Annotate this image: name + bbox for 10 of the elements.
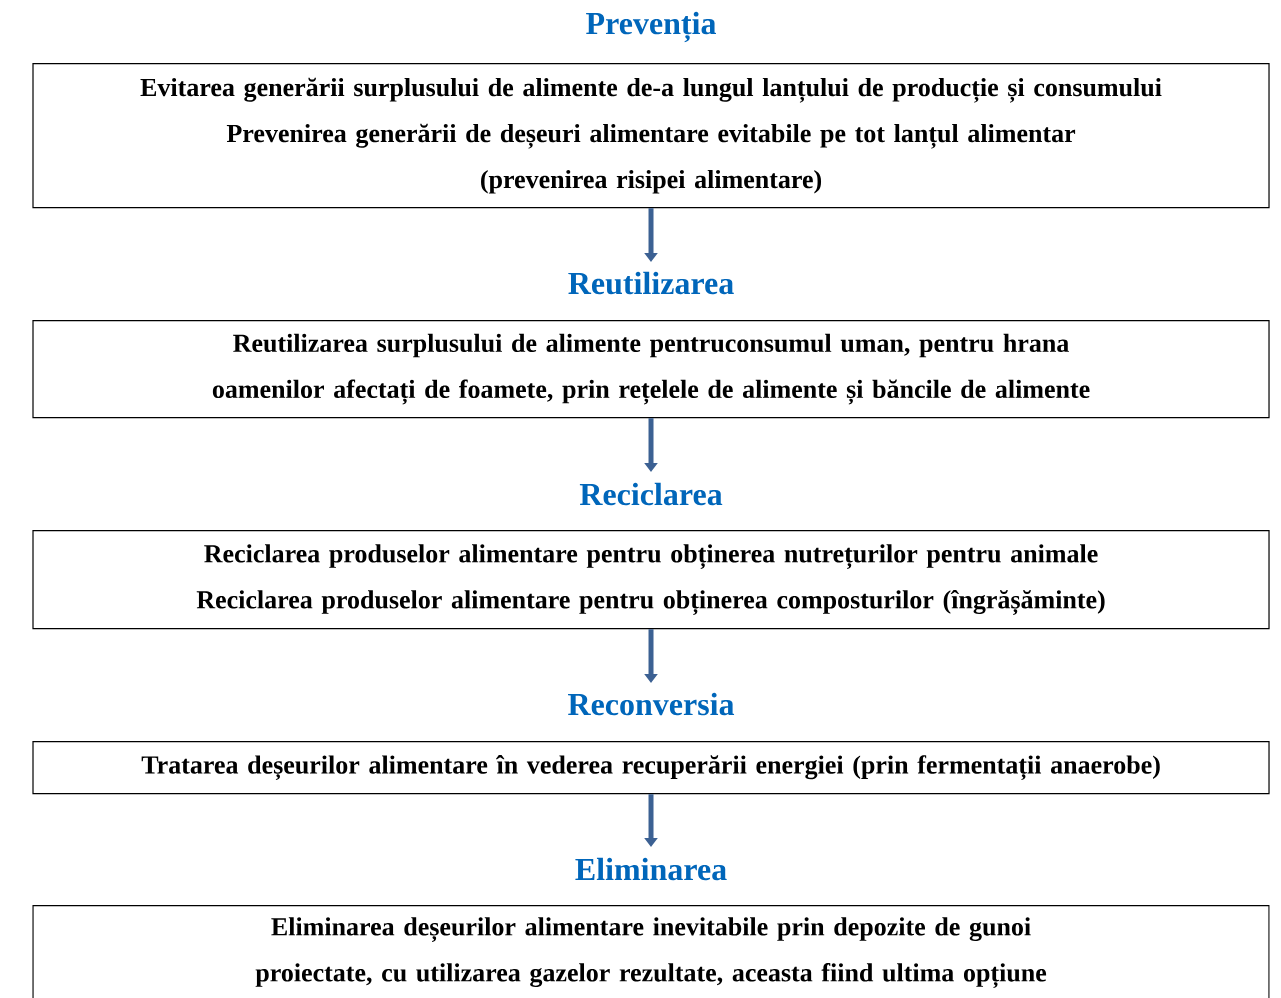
stage-heading: Reconversia [568, 692, 735, 716]
text-box: Reutilizarea surplusului de alimente pentruconsumul uman, pentru hrana oamenilor afectați de foamete, prin rețelele de alimente și băncile de alimente [32, 320, 1270, 419]
text-box: Tratarea deșeurilor alimentare în vederea recuperării energiei (prin fermentații anaerobe) [32, 741, 1270, 795]
text-box: Evitarea generării surplusului de alimente de-a lungul lanțului de producție și consumului Prevenirea generării de deșeuri alimentare evitabile pe tot lanțul alimentar (prevenirea risipei alimentare) [32, 63, 1270, 209]
text-box: Reciclarea produselor alimentare pentru obținerea nutrețurilor pentru animale Reciclarea produselor alimentare pentru obținerea composturilor (îngrășăminte) [32, 530, 1270, 630]
stage-heading: Prevenția [586, 11, 716, 43]
text-box: Eliminarea deșeurilor alimentare inevitabile prin depozite de gunoi proiectate, cu utilizarea gazelor rezultate, aceasta fiind ultima opțiune [32, 905, 1270, 998]
stage-heading: Reciclarea [579, 482, 723, 506]
stage-heading: Reutilizarea [568, 271, 734, 295]
stage-heading: Eliminarea [575, 857, 727, 881]
